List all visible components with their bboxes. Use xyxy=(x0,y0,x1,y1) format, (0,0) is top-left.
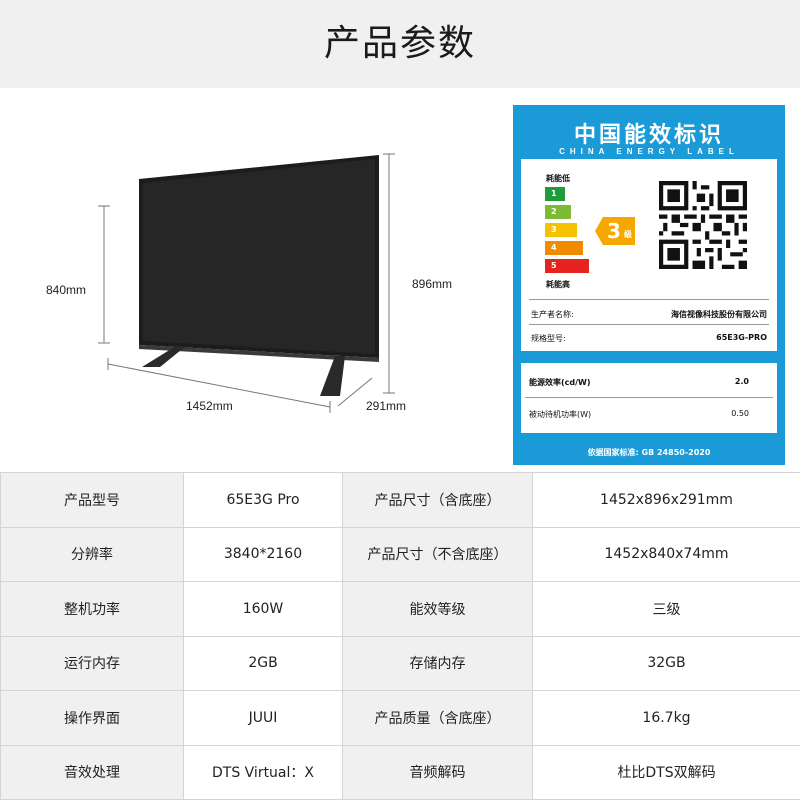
spec-label: 分辨率 xyxy=(0,526,184,582)
current-grade-suffix: 级 xyxy=(624,230,632,239)
spec-label: 产品型号 xyxy=(0,472,184,528)
manufacturer-value: 海信视像科技股份有限公司 xyxy=(671,310,767,319)
spec-label: 运行内存 xyxy=(0,635,184,691)
depth-label: 291mm xyxy=(366,399,407,413)
high-energy-label: 耗能高 xyxy=(546,280,570,289)
tv-illustration xyxy=(98,153,395,413)
spec-label: 产品尺寸（不含底座） xyxy=(342,526,533,582)
qr-code-icon xyxy=(659,181,747,269)
spec-value: 三级 xyxy=(532,581,800,637)
standby-value: 0.50 xyxy=(731,409,749,418)
spec-label: 产品尺寸（含底座） xyxy=(342,472,533,528)
grade-bar-1: 1 xyxy=(545,187,565,201)
energy-label-subtitle: CHINA ENERGY LABEL xyxy=(559,147,739,156)
tv-stand-left xyxy=(142,346,186,367)
energy-label: 中国能效标识 CHINA ENERGY LABEL 耗能低 1 2 3 4 5 … xyxy=(513,105,785,465)
spec-value: 16.7kg xyxy=(532,690,800,746)
spec-label: 产品质量（含底座） xyxy=(342,690,533,746)
model-label: 规格型号: xyxy=(531,334,566,343)
tv-dimension-diagram: 840mm 896mm 1452mm 291mm xyxy=(0,88,505,470)
spec-value: 1452x840x74mm xyxy=(532,526,800,582)
spec-value: 160W xyxy=(183,581,343,637)
table-row: 产品型号 65E3G Pro 产品尺寸（含底座） 1452x896x291mm xyxy=(0,472,800,528)
table-row: 音效处理 DTS Virtual：X 音频解码 杜比DTS双解码 xyxy=(0,744,800,800)
table-row: 运行内存 2GB 存储内存 32GB xyxy=(0,635,800,691)
tv-stand-right xyxy=(320,356,345,396)
grade-bar-5: 5 xyxy=(545,259,589,273)
spec-value: 1452x896x291mm xyxy=(532,472,800,528)
energy-label-data-panel: 能源效率(cd/W) 2.0 被动待机功率(W) 0.50 xyxy=(521,363,777,433)
spec-value: JUUI xyxy=(183,690,343,746)
width-label: 1452mm xyxy=(186,399,233,413)
efficiency-label: 能源效率(cd/W) xyxy=(529,378,591,387)
spec-label: 音频解码 xyxy=(342,744,533,800)
table-row: 操作界面 JUUI 产品质量（含底座） 16.7kg xyxy=(0,690,800,746)
energy-label-info-panel: 耗能低 1 2 3 4 5 耗能高 3 级 生产者名称: 海信视像科技股份有限公… xyxy=(521,159,777,351)
total-height-label: 896mm xyxy=(412,277,453,291)
spec-value: 65E3G Pro xyxy=(183,472,343,528)
current-grade-badge: 3 级 xyxy=(595,217,635,245)
spec-value: 杜比DTS双解码 xyxy=(532,744,800,800)
manufacturer-label: 生产者名称: xyxy=(531,310,574,319)
model-value: 65E3G-PRO xyxy=(716,333,767,342)
spec-label: 操作界面 xyxy=(0,690,184,746)
energy-label-title: 中国能效标识 xyxy=(573,123,724,148)
table-row: 整机功率 160W 能效等级 三级 xyxy=(0,581,800,637)
grade-bar-2: 2 xyxy=(545,205,571,219)
spec-label: 整机功率 xyxy=(0,581,184,637)
spec-table: 产品型号 65E3G Pro 产品尺寸（含底座） 1452x896x291mm … xyxy=(0,472,800,800)
header-bar: 产品参数 xyxy=(0,0,800,88)
low-energy-label: 耗能低 xyxy=(546,174,570,183)
grade-bar-3: 3 xyxy=(545,223,577,237)
current-grade-number: 3 xyxy=(607,219,621,243)
spec-label: 能效等级 xyxy=(342,581,533,637)
spec-value: DTS Virtual：X xyxy=(183,744,343,800)
spec-value: 3840*2160 xyxy=(183,526,343,582)
spec-label: 音效处理 xyxy=(0,744,184,800)
grade-bar-4: 4 xyxy=(545,241,583,255)
spec-label: 存储内存 xyxy=(342,635,533,691)
standby-label: 被动待机功率(W) xyxy=(529,410,592,419)
screen-height-label: 840mm xyxy=(46,283,87,297)
efficiency-value: 2.0 xyxy=(734,377,749,386)
energy-label-standard: 依据国家标准: GB 24850-2020 xyxy=(587,448,711,457)
page-title: 产品参数 xyxy=(323,23,476,64)
table-row: 分辨率 3840*2160 产品尺寸（不含底座） 1452x840x74mm xyxy=(0,526,800,582)
spec-value: 32GB xyxy=(532,635,800,691)
spec-value: 2GB xyxy=(183,635,343,691)
